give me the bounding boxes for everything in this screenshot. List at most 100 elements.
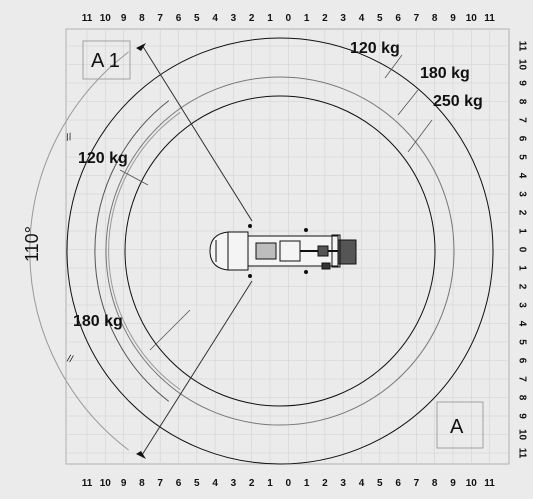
scale-bottom-tick: 5	[377, 478, 383, 489]
zone-a-label: A	[450, 416, 464, 438]
scale-bottom-tick: 6	[176, 478, 182, 489]
scale-top-tick: 2	[322, 13, 328, 24]
arrow-head-upper	[136, 43, 146, 51]
scale-top-tick: 5	[377, 13, 383, 24]
scale-right-tick: 4	[516, 173, 527, 179]
scale-top-tick: 8	[432, 13, 438, 24]
scale-bottom-tick: 7	[414, 478, 420, 489]
scale-bottom-tick: 8	[432, 478, 438, 489]
scale-bottom-tick: 10	[100, 478, 112, 489]
scale-right-tick: 6	[516, 358, 527, 364]
scale-right-tick: 10	[516, 429, 527, 441]
scale-top-tick: 9	[121, 13, 127, 24]
scale-bottom-tick: 11	[484, 478, 495, 489]
scale-top-tick: 9	[450, 13, 456, 24]
scale-right-tick: 8	[516, 395, 527, 401]
scale-bottom-tick: 7	[157, 478, 163, 489]
scale-top-tick: 10	[466, 13, 478, 24]
scale-top-tick: 4	[212, 13, 218, 24]
scale-top-tick: 4	[359, 13, 365, 24]
scale-right-tick: 11	[516, 41, 527, 52]
scale-top-tick: 5	[194, 13, 200, 24]
scale-bottom-tick: 1	[304, 478, 310, 489]
scale-right-tick: 1	[516, 228, 527, 234]
arc-marker-lower: //	[66, 353, 74, 365]
arrow-head-lower	[136, 451, 146, 459]
angle-label: 110°	[22, 226, 42, 262]
zone-a1-label: A 1	[91, 50, 120, 72]
range-circle-180kg	[105, 76, 455, 426]
scale-right-tick: 9	[516, 413, 527, 419]
scale-bottom-tick: 3	[340, 478, 346, 489]
scale-top-tick: 3	[340, 13, 346, 24]
grid	[66, 29, 509, 464]
scale-right-tick: 7	[516, 376, 527, 382]
scale-bottom-tick: 2	[322, 478, 328, 489]
scale-right-tick: 7	[516, 117, 527, 123]
scale-top-tick: 7	[157, 13, 163, 24]
scale-right-tick: 6	[516, 136, 527, 142]
scale-right-tick: 3	[516, 191, 527, 197]
scale-bottom-tick: 5	[194, 478, 200, 489]
scale-right-tick: 0	[516, 247, 527, 253]
scale-right-tick: 3	[516, 302, 527, 308]
scale-right-tick: 5	[516, 154, 527, 160]
scale-top-tick: 11	[82, 13, 93, 24]
capacity-label-120kg-right: 120 kg	[350, 40, 400, 57]
sector-boundary-upper	[141, 44, 253, 222]
scale-right-tick: 4	[516, 321, 527, 327]
vehicle-top-view	[209, 224, 357, 278]
scale-right-tick: 8	[516, 99, 527, 105]
scale-top-tick: 11	[484, 13, 495, 24]
scale-top-tick: 1	[267, 13, 273, 24]
scale-bottom-tick: 4	[212, 478, 218, 489]
capacity-label-180kg-right: 180 kg	[420, 65, 470, 82]
leader-180kg-left	[149, 309, 191, 351]
scale-top-tick: 0	[286, 13, 292, 24]
sector-boundary-lower	[141, 280, 253, 456]
scale-top-tick: 6	[176, 13, 182, 24]
zone-a1-box	[82, 40, 131, 80]
scale-right-tick: 5	[516, 339, 527, 345]
scale-bottom-tick: 2	[249, 478, 255, 489]
sector-arc-180kg	[94, 100, 170, 402]
scale-bottom-tick: 8	[139, 478, 145, 489]
leader-120kg-right	[384, 54, 403, 79]
scale-top-tick: 8	[139, 13, 145, 24]
range-circle-250kg	[124, 95, 436, 407]
scale-top-tick: 3	[231, 13, 237, 24]
scale-bottom-tick: 11	[82, 478, 93, 489]
scale-right-tick: 11	[516, 448, 527, 459]
scale-right-tick: 10	[516, 59, 527, 71]
capacity-label-180kg-left: 180 kg	[73, 313, 123, 330]
capacity-label-120kg-left: 120 kg	[78, 150, 128, 167]
scale-top-tick: 10	[100, 13, 112, 24]
scale-bottom-tick: 4	[359, 478, 365, 489]
scale-top-tick: 2	[249, 13, 255, 24]
scale-bottom-tick: 0	[286, 478, 292, 489]
arc-marker-upper: //	[65, 132, 73, 144]
scale-bottom-tick: 10	[466, 478, 478, 489]
leader-250kg-right	[407, 119, 433, 153]
scale-right-tick: 1	[516, 265, 527, 271]
scale-right-tick: 2	[516, 284, 527, 290]
scale-bottom-tick: 1	[267, 478, 273, 489]
scale-right-tick: 2	[516, 210, 527, 216]
sector-arc-inner	[108, 111, 181, 391]
scale-bottom-tick: 6	[395, 478, 401, 489]
leader-180kg-right	[397, 89, 419, 116]
leader-120kg-left	[119, 169, 149, 186]
scale-top-tick: 7	[414, 13, 420, 24]
scale-bottom-tick: 3	[231, 478, 237, 489]
scale-top-tick: 6	[395, 13, 401, 24]
scale-bottom-tick: 9	[121, 478, 127, 489]
range-circle-120kg	[66, 37, 494, 465]
scale-right-tick: 9	[516, 80, 527, 86]
sector-arc-120kg	[29, 51, 129, 451]
zone-a-box	[436, 401, 484, 449]
scale-bottom-tick: 9	[450, 478, 456, 489]
